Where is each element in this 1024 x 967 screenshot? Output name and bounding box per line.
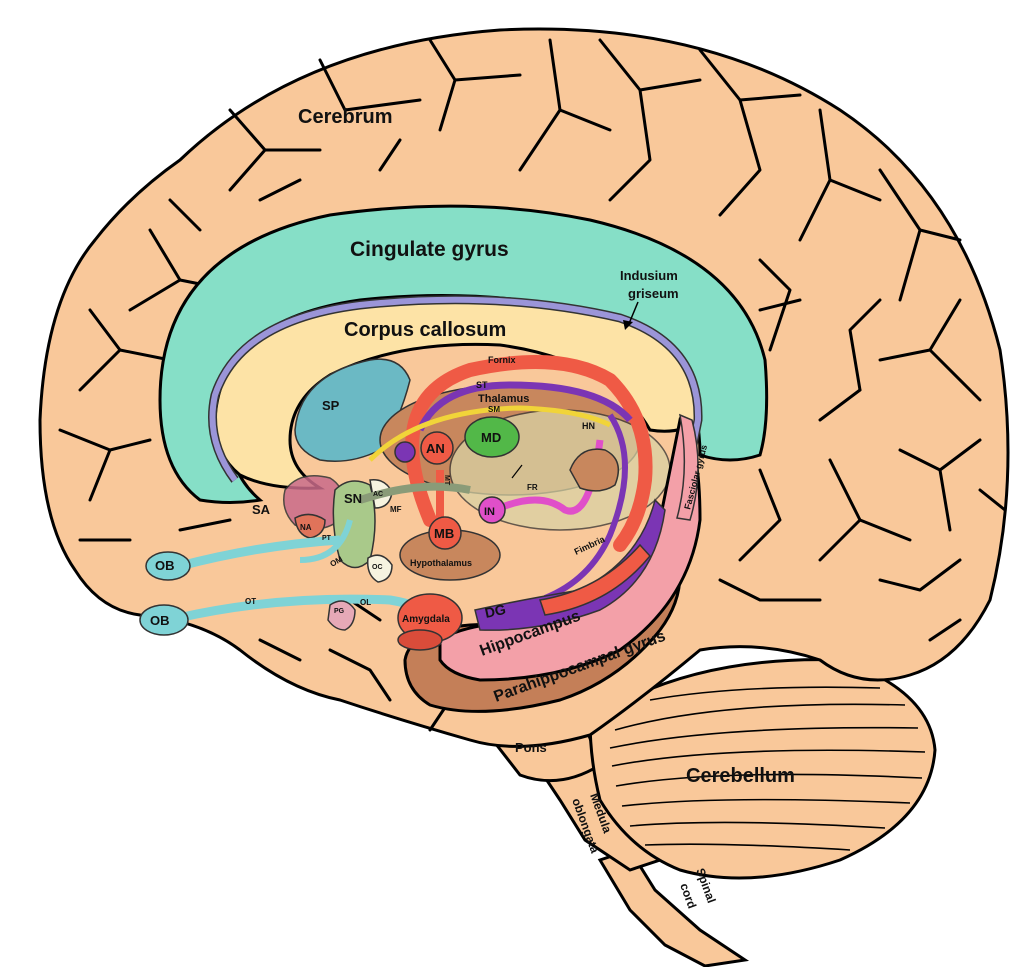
- label-pg: PG: [334, 608, 345, 615]
- label-dg: DG: [483, 601, 507, 621]
- cerebellum-folia: [609, 686, 926, 851]
- label-fornix: Fornix: [488, 355, 516, 365]
- label-cingulate-gyrus: Cingulate gyrus: [350, 238, 509, 261]
- purple-node: [394, 441, 416, 463]
- label-griseum: griseum: [628, 286, 679, 301]
- anterior-nucleus: [420, 431, 454, 465]
- label-mf: MF: [390, 505, 402, 514]
- fr-pointer: [511, 464, 523, 479]
- label-hypothalamus: Hypothalamus: [410, 558, 472, 568]
- label-sa: SA: [252, 502, 271, 517]
- label-pt: PT: [322, 535, 332, 542]
- olfactory-bulb-lower: [139, 604, 189, 636]
- label-mt: MT: [443, 475, 450, 486]
- label-sp: SP: [322, 398, 340, 413]
- dentate-gyrus: [539, 543, 651, 616]
- gyri-lines: [58, 38, 1007, 732]
- label-na: NA: [300, 523, 312, 532]
- label-ob-lower: OB: [150, 613, 170, 628]
- label-in: IN: [484, 506, 495, 518]
- label-sm: SM: [488, 405, 500, 414]
- label-hn: HN: [582, 421, 595, 431]
- optic-chiasm-region: [366, 554, 393, 583]
- label-sn: SN: [344, 491, 362, 506]
- habenular-nucleus: [569, 448, 620, 492]
- label-ol: OL: [360, 598, 371, 607]
- nucleus-accumbens: [294, 513, 326, 539]
- stria-terminalis: [416, 381, 633, 432]
- medial-forebrain-bundle: [358, 482, 471, 504]
- label-mb: MB: [434, 526, 454, 541]
- label-cerebellum: Cerebellum: [686, 765, 795, 787]
- label-oc: OC: [372, 564, 383, 571]
- label-ac: AC: [373, 491, 383, 498]
- label-ot: OT: [245, 597, 256, 606]
- label-amygdala: Amygdala: [402, 614, 450, 625]
- fasciolar-gyrus: [676, 413, 699, 521]
- label-md: MD: [481, 430, 501, 445]
- mediodorsal-nucleus: [464, 416, 520, 458]
- fornix: [405, 355, 653, 552]
- label-st: ST: [476, 380, 488, 390]
- label-pons: Pons: [515, 740, 547, 755]
- stria-medullaris: [368, 405, 612, 462]
- label-cerebrum: Cerebrum: [298, 106, 392, 128]
- interpeduncular-nucleus: [478, 496, 506, 524]
- label-fr: FR: [527, 483, 538, 492]
- olfactory-bulb-upper: [145, 551, 191, 581]
- label-corpus-callosum: Corpus callosum: [344, 319, 506, 341]
- pituitary-gland: [327, 600, 356, 631]
- olfactory-medial-stria: [299, 519, 353, 563]
- mammillary-body: [428, 516, 462, 550]
- label-thalamus: Thalamus: [478, 393, 529, 405]
- purple-inner-arc: [543, 413, 628, 601]
- label-an: AN: [426, 441, 445, 456]
- label-cord: cord: [677, 881, 699, 910]
- label-ob-upper: OB: [155, 558, 175, 573]
- fimbria-purple: [474, 498, 666, 631]
- label-indusium: Indusium: [620, 268, 678, 283]
